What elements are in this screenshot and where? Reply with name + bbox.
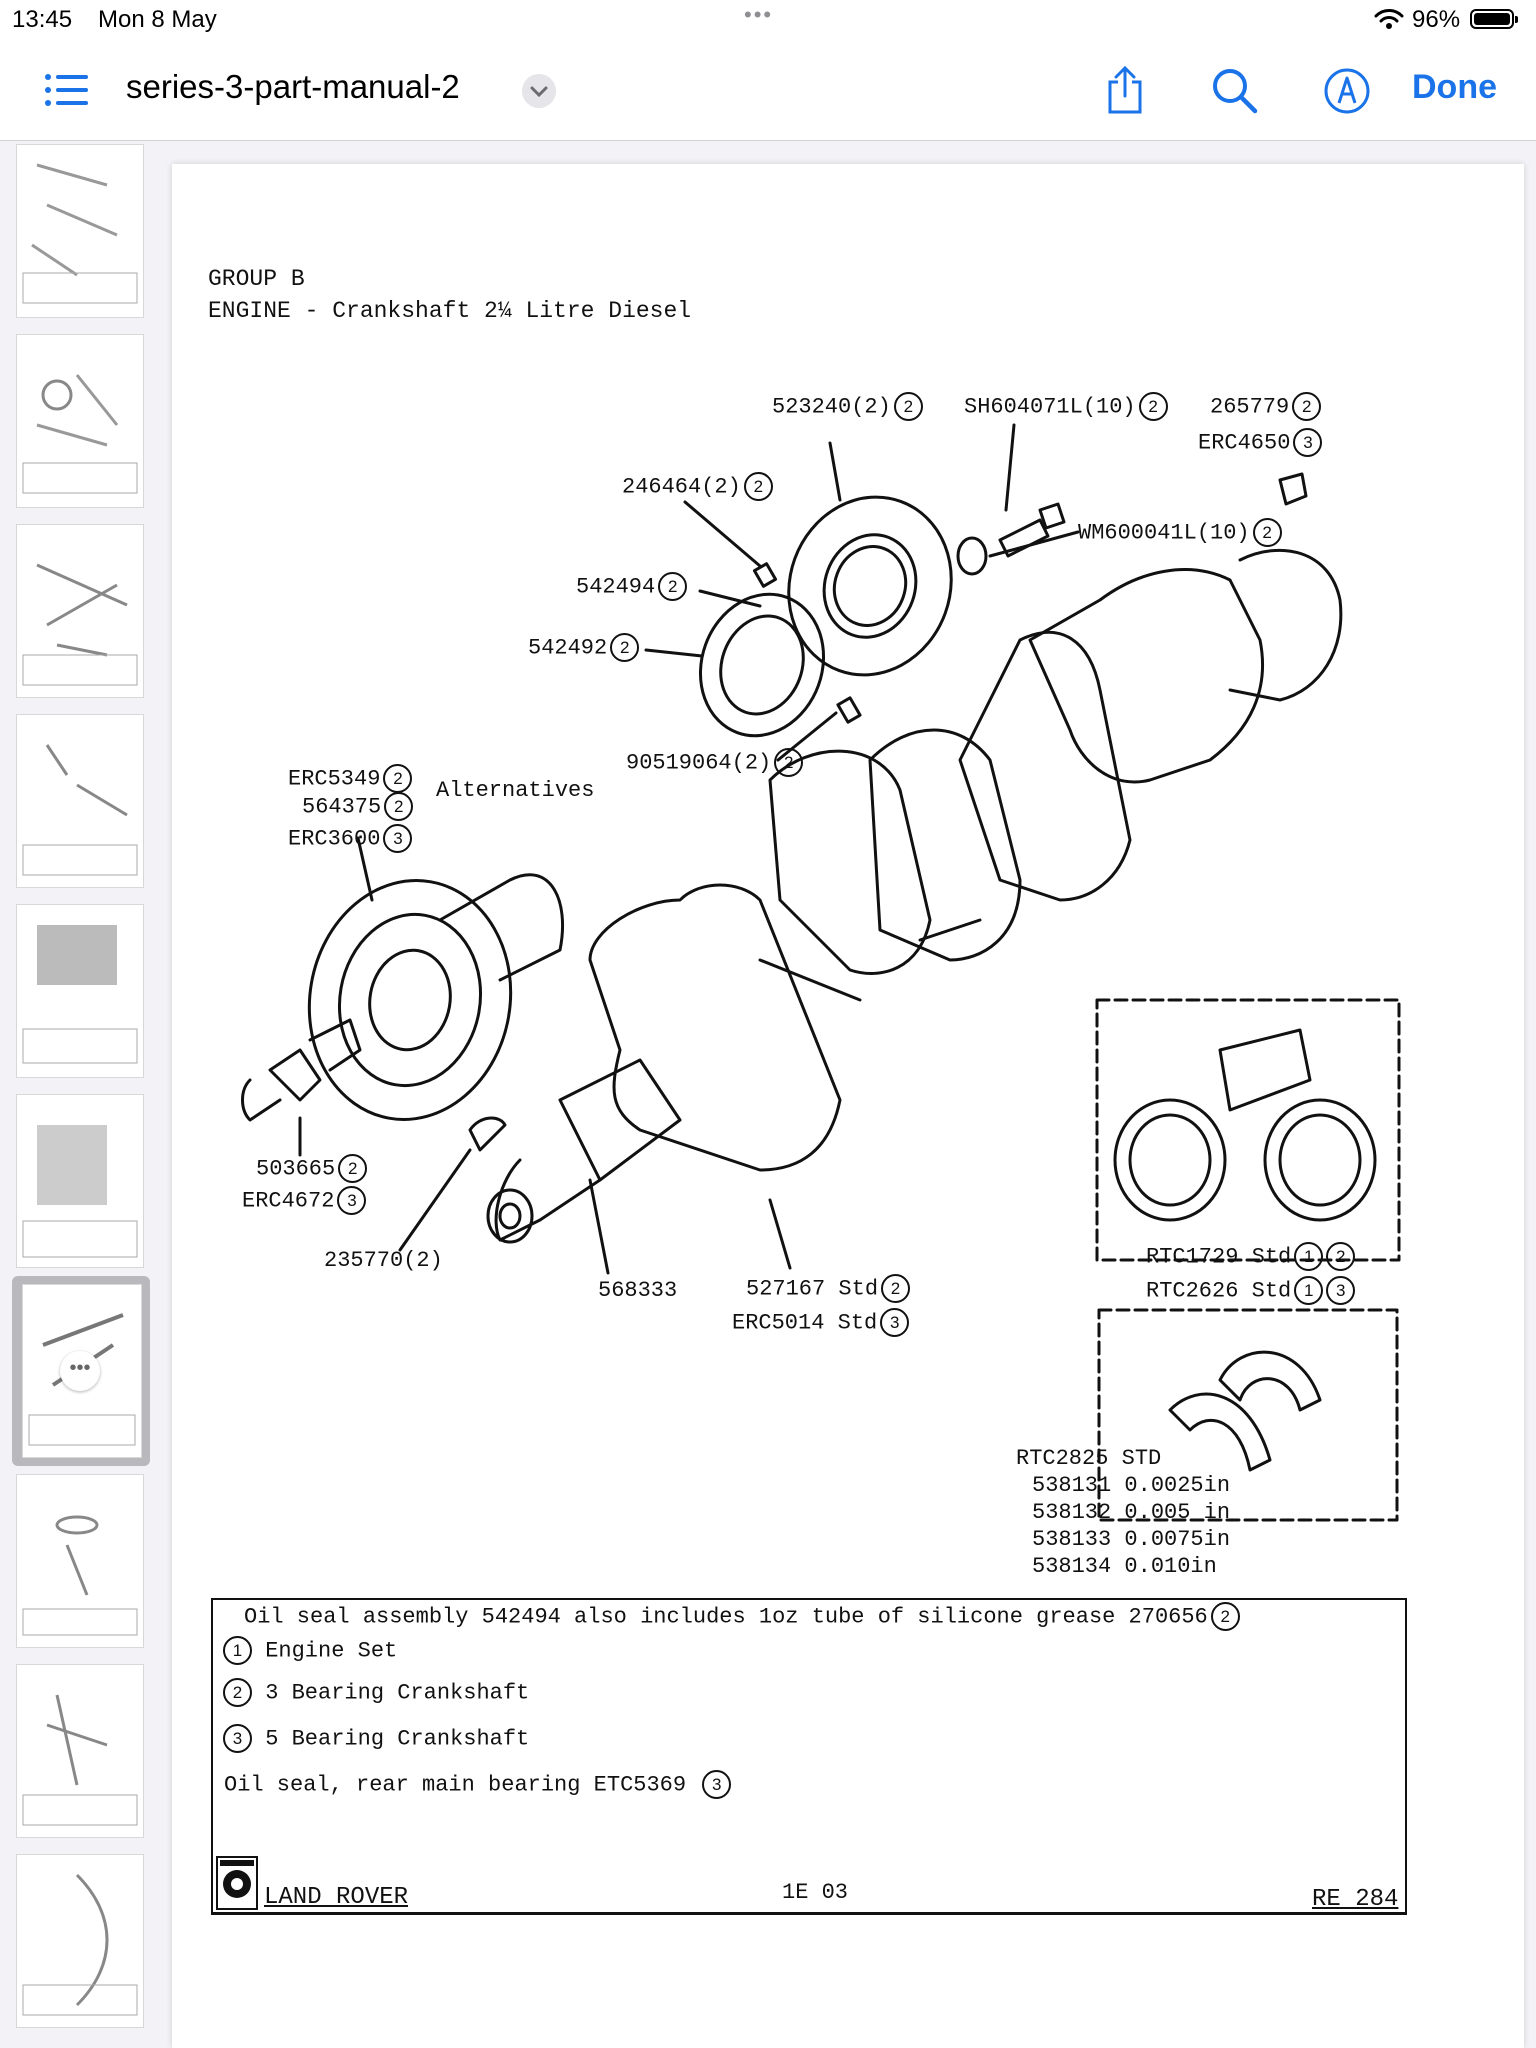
- part-label: WM600041L(10)2: [1078, 518, 1282, 547]
- page-thumbnail[interactable]: [16, 1854, 144, 2028]
- battery-icon: [1470, 9, 1518, 29]
- search-icon[interactable]: [1210, 66, 1260, 116]
- footer-brand: LAND ROVER: [264, 1884, 409, 1911]
- legend-item: 2 3 Bearing Crankshaft: [220, 1678, 529, 1707]
- markup-icon[interactable]: [1322, 66, 1372, 116]
- page-thumbnail[interactable]: [16, 1474, 144, 1648]
- note-line: Oil seal, rear main bearing ETC5369 3: [224, 1770, 732, 1799]
- group-heading: GROUP B: [208, 266, 305, 292]
- page-thumbnail[interactable]: [16, 524, 144, 698]
- chevron-down-icon[interactable]: [522, 74, 556, 108]
- note-line: Oil seal assembly 542494 also includes 1…: [244, 1602, 1240, 1631]
- land-rover-logo-icon: [216, 1856, 258, 1910]
- footer-code: 1E 03: [782, 1880, 849, 1905]
- part-label: RTC2825 STD: [1016, 1446, 1162, 1471]
- wifi-icon: [1374, 9, 1404, 29]
- page-thumbnail[interactable]: [16, 714, 144, 888]
- part-label: 523240(2)2: [772, 392, 923, 421]
- legend-item: 3 5 Bearing Crankshaft: [220, 1724, 529, 1753]
- part-label: 90519064(2)2: [626, 748, 804, 777]
- multitasking-dots-icon[interactable]: •••: [744, 2, 774, 27]
- crankshaft-diagram: [241, 423, 1401, 1522]
- footer-rule: [211, 1912, 1407, 1915]
- footer-ref: RE 284: [1312, 1886, 1399, 1913]
- page-thumbnail[interactable]: [16, 1094, 144, 1268]
- status-date: Mon 8 May: [98, 6, 217, 33]
- part-label: 538133 0.0075in: [1032, 1527, 1231, 1552]
- more-icon[interactable]: •••: [60, 1351, 100, 1391]
- share-icon[interactable]: [1100, 66, 1150, 116]
- part-label: 538131 0.0025in: [1032, 1473, 1231, 1498]
- toolbar: series-3-part-manual-2 Done: [0, 40, 1536, 141]
- part-label: 538132 0.005 in: [1032, 1500, 1231, 1525]
- document-title[interactable]: series-3-part-manual-2: [126, 68, 460, 105]
- part-label: 235770(2): [324, 1248, 443, 1273]
- page-thumbnail[interactable]: [16, 904, 144, 1078]
- alternatives-note: Alternatives: [436, 778, 595, 803]
- battery-percent: 96%: [1412, 6, 1461, 33]
- list-icon[interactable]: [42, 66, 92, 116]
- page-thumbnail[interactable]: [16, 334, 144, 508]
- page-thumbnail[interactable]: [16, 1664, 144, 1838]
- legend-item: 1 Engine Set: [220, 1636, 397, 1665]
- done-button[interactable]: Done: [1412, 68, 1497, 106]
- status-time: 13:45: [12, 6, 73, 33]
- page-heading: ENGINE - Crankshaft 2¼ Litre Diesel: [208, 298, 692, 324]
- part-label: 538134 0.010in: [1032, 1554, 1217, 1579]
- status-bar: 13:45 Mon 8 May ••• 96%: [0, 0, 1536, 40]
- page-thumbnail[interactable]: [16, 144, 144, 318]
- part-label: 568333: [598, 1278, 678, 1303]
- part-label: SH604071L(10)2: [964, 392, 1168, 421]
- part-label: 246464(2)2: [622, 472, 773, 501]
